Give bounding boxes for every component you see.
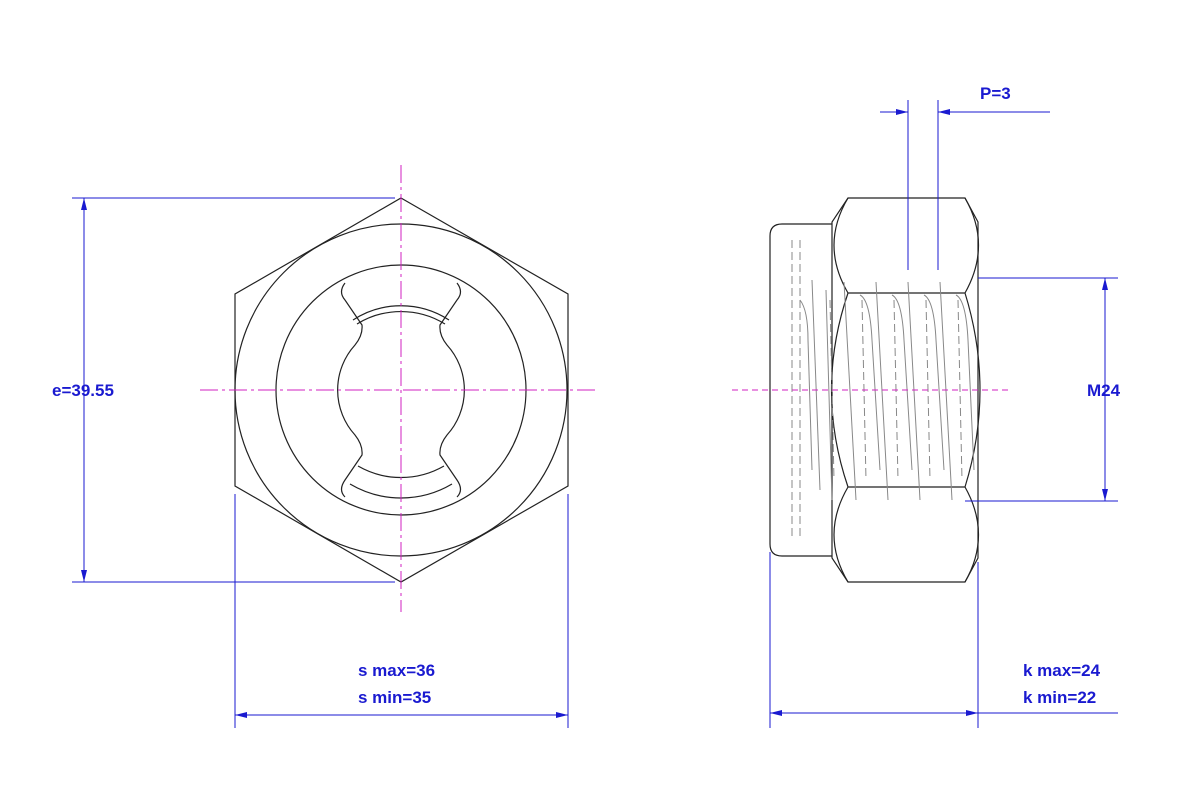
dimension-e-label: e=39.55 xyxy=(52,381,114,400)
front-centerlines xyxy=(200,165,595,612)
hex-face-arcs xyxy=(830,197,981,583)
dimension-k-min-label: k min=22 xyxy=(1023,688,1097,707)
thread-lines xyxy=(732,240,1008,540)
side-view xyxy=(769,197,981,583)
dimension-pitch-label: P=3 xyxy=(980,84,1011,103)
dimension-lines xyxy=(72,100,1118,728)
dimension-s-max-label: s max=36 xyxy=(358,661,436,680)
washer-flange xyxy=(769,223,832,557)
dimension-thread-label: M24 xyxy=(1087,381,1121,400)
dimension-k-max-label: k max=24 xyxy=(1023,661,1101,680)
dimension-s-min-label: s min=35 xyxy=(358,688,432,707)
